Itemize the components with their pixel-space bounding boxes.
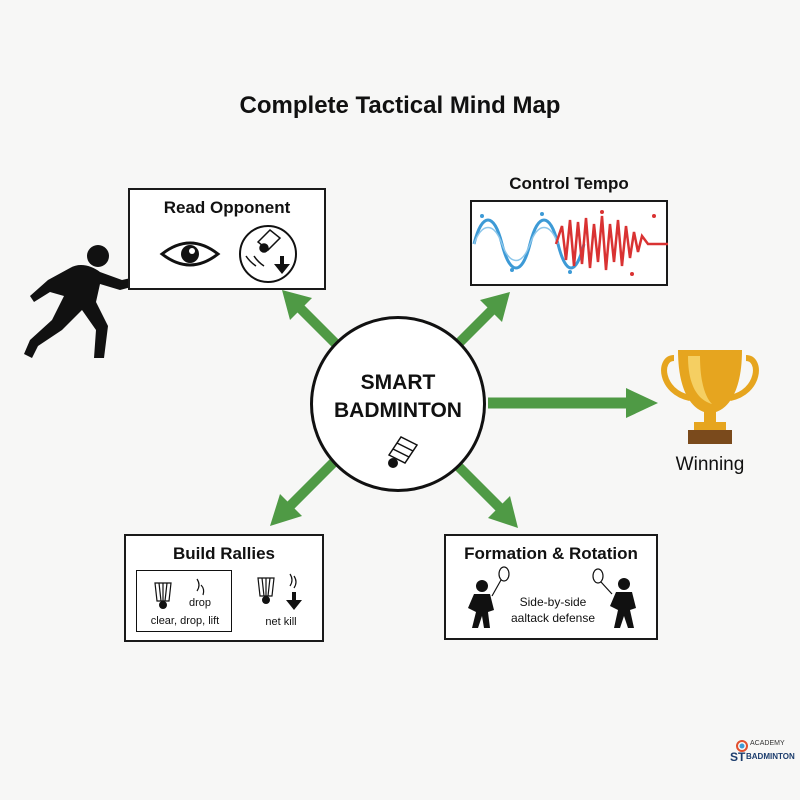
shuttlecock-icon bbox=[387, 436, 419, 468]
read-opponent-title: Read Opponent bbox=[163, 198, 291, 217]
center-line1: SMART bbox=[360, 371, 436, 394]
logo-line1: ACADEMY bbox=[750, 740, 785, 747]
control-tempo-title: Control Tempo bbox=[509, 174, 629, 193]
winning-label: Winning bbox=[675, 454, 745, 475]
arrow-formation bbox=[454, 462, 518, 528]
center-title: SMART BADMINTON bbox=[313, 369, 483, 425]
player-silhouette-icon bbox=[468, 566, 636, 628]
center-line2: BADMINTON bbox=[334, 399, 462, 422]
formation-line2: aaltack defense bbox=[510, 611, 596, 625]
control-tempo-box bbox=[470, 200, 668, 286]
tempo-wave-graphic bbox=[472, 210, 668, 276]
shuttlecock-icon bbox=[154, 578, 205, 609]
arrow-winning bbox=[488, 388, 658, 418]
read-opponent-box: Read Opponent bbox=[128, 188, 326, 290]
logo-line3: BADMINTON bbox=[746, 752, 795, 761]
arrow-build-rallies bbox=[270, 458, 338, 526]
page-title: Complete Tactical Mind Map bbox=[239, 92, 561, 119]
academy-logo: ACADEMY ST BADMINTON bbox=[730, 738, 795, 770]
shuttlecock-reading-icon bbox=[239, 225, 297, 283]
build-rallies-box: Build Rallies drop clear, drop, lift net… bbox=[124, 534, 324, 642]
formation-box: Formation & Rotation Side-by-side aaltac… bbox=[444, 534, 658, 640]
eye-icon bbox=[159, 241, 221, 267]
logo-mark-icon bbox=[736, 740, 748, 752]
shot-types-panel: drop clear, drop, lift bbox=[136, 570, 232, 632]
logo-line2: ST bbox=[730, 750, 746, 764]
formation-text: Side-by-side aaltack defense bbox=[498, 594, 608, 626]
shots-label: clear, drop, lift bbox=[150, 615, 220, 627]
center-node: SMART BADMINTON bbox=[310, 316, 486, 492]
racket-icon bbox=[491, 566, 613, 597]
arrow-control-tempo bbox=[454, 292, 510, 348]
arrow-read-opponent bbox=[282, 290, 342, 350]
build-rallies-title: Build Rallies bbox=[172, 544, 276, 563]
net-kill-icon bbox=[257, 573, 302, 610]
formation-line1: Side-by-side bbox=[519, 595, 587, 609]
net-kill-label: net kill bbox=[265, 616, 297, 628]
drop-label: drop bbox=[189, 597, 212, 609]
formation-title: Formation & Rotation bbox=[464, 544, 638, 563]
